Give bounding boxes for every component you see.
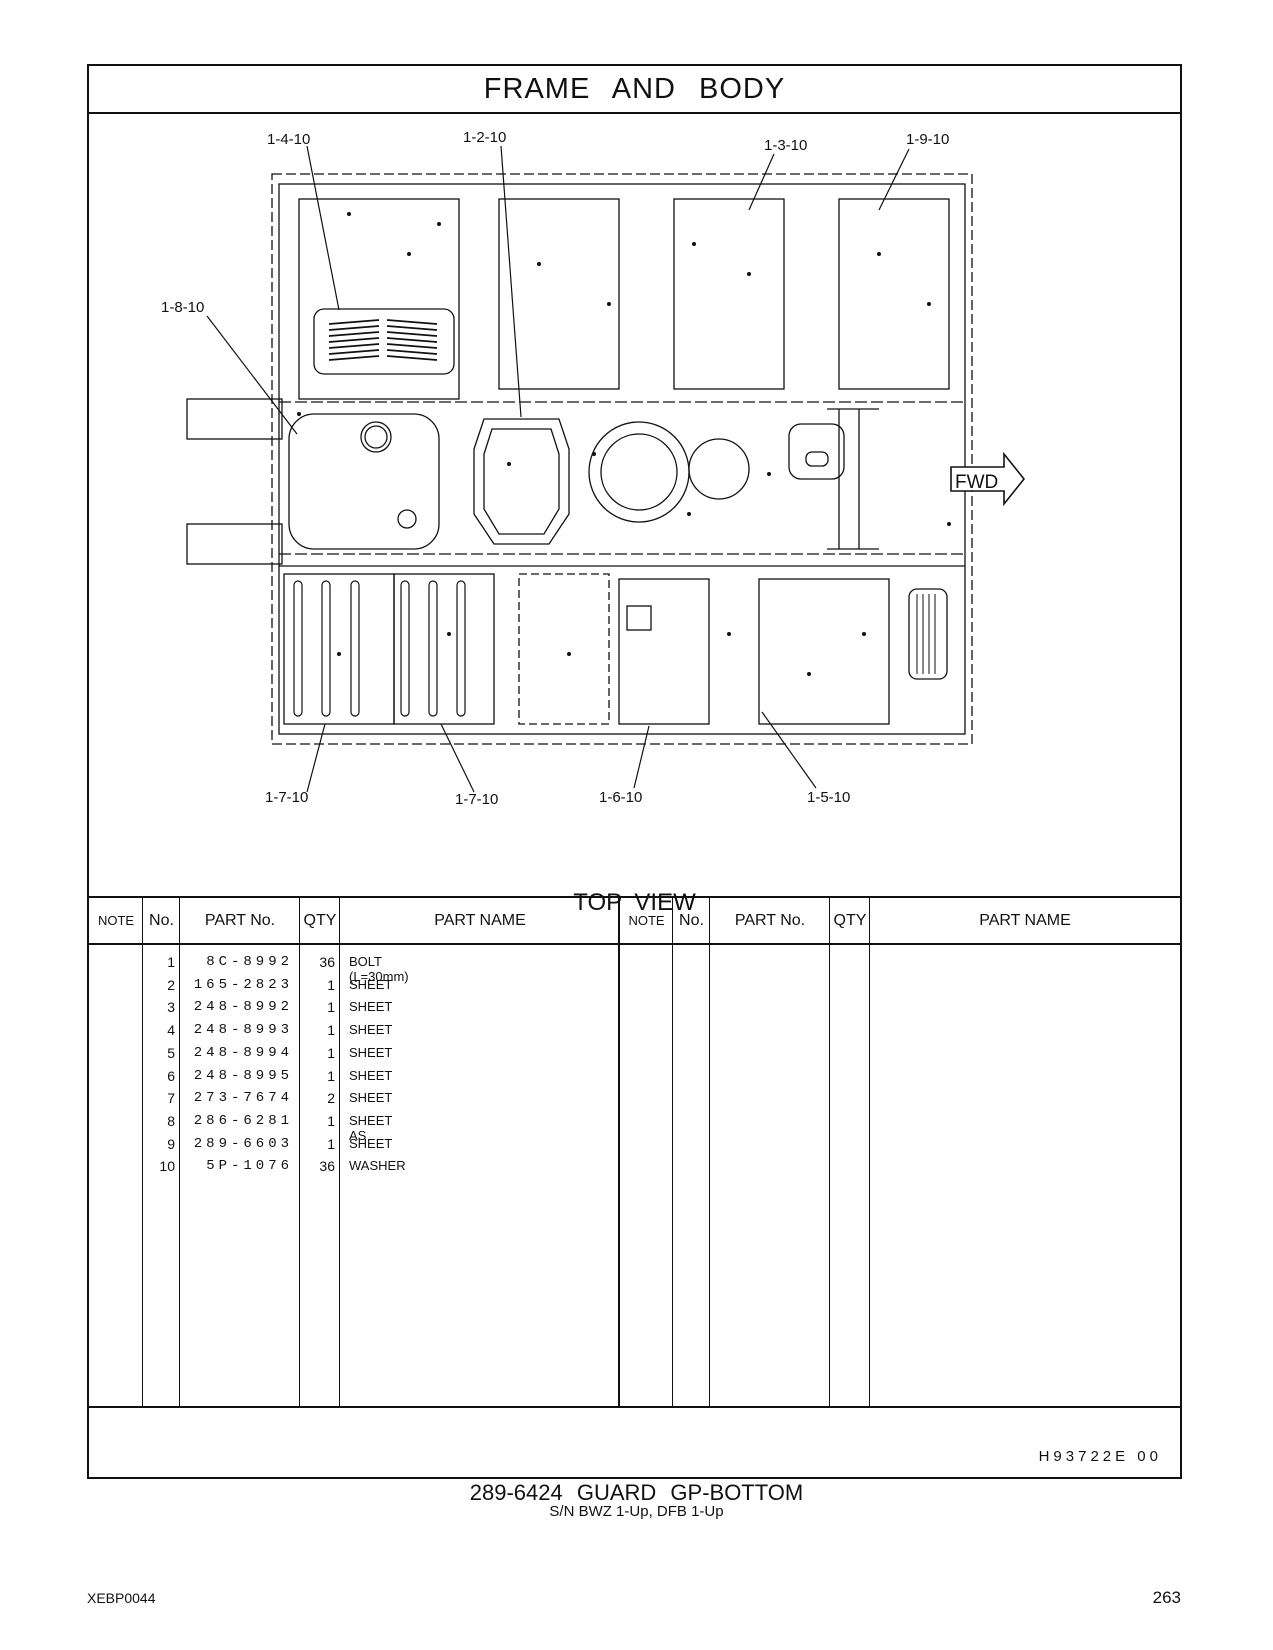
- panel-1-6-b: [618, 578, 710, 725]
- header-qty-right: QTY: [833, 911, 867, 929]
- header-part-no-right: PART No.: [734, 911, 806, 929]
- callout-1-5-10: 1-5-10: [807, 789, 850, 806]
- panel-1-8: [288, 413, 440, 550]
- rear-cover: [908, 588, 948, 680]
- assembly-title: 289-6424 GUARD GP-BOTTOM: [469, 1480, 804, 1505]
- drawing-code-box: H93722E 00: [89, 1406, 1180, 1477]
- table-header: [89, 898, 1180, 945]
- frame-inner-outline: [278, 183, 966, 735]
- top-view-drawing: FWD 1-4-10 1-2-10 1-3-10 1-9-10 1-8-10 1…: [89, 114, 1180, 916]
- callout-1-8-10: 1-8-10: [161, 299, 204, 316]
- panel-1-6-a: [518, 573, 610, 725]
- frame-top-view-diagram: FWD 1-4-10 1-2-10 1-3-10 1-9-10 1-8-10 1…: [161, 129, 1026, 808]
- catalog-frame: FRAME AND BODY: [87, 64, 1182, 1479]
- panel-1-9: [838, 198, 950, 390]
- panel-1-3: [673, 198, 785, 390]
- header-note-right: NOTE: [628, 913, 665, 928]
- header-part-no: PART No.: [204, 911, 276, 929]
- header-part-name-right: PART NAME: [979, 911, 1071, 929]
- header-note: NOTE: [97, 913, 135, 928]
- parts-list: NOTE No. PART No. QTY PART NAME NOTE No.…: [89, 896, 1180, 1406]
- swing-bearing-outer: [588, 421, 690, 523]
- callout-1-7-10-left: 1-7-10: [265, 789, 308, 806]
- drawing-code: H93722E 00: [1038, 1448, 1162, 1465]
- callout-1-6-10: 1-6-10: [599, 789, 642, 806]
- page-number: 263: [1152, 1588, 1181, 1607]
- panel-1-7-left: [283, 573, 395, 725]
- view-label: TOP VIEW: [573, 889, 696, 916]
- callout-1-2-10: 1-2-10: [463, 129, 506, 146]
- callout-1-4-10: 1-4-10: [267, 131, 310, 148]
- panel-1-5: [758, 578, 890, 725]
- fwd-label: FWD: [955, 472, 998, 493]
- serial-range: S/N BWZ 1-Up, DFB 1-Up: [549, 1503, 724, 1520]
- header-qty: QTY: [303, 911, 337, 929]
- panel-1-2-bottom: [473, 418, 570, 545]
- doc-number: XEBP0044: [87, 1590, 156, 1606]
- fwd-arrow-icon: [950, 451, 1026, 507]
- header-no: No.: [149, 911, 174, 929]
- grille: [313, 308, 455, 375]
- page-title: FRAME AND BODY: [89, 66, 1180, 114]
- callout-1-7-10-right: 1-7-10: [455, 791, 498, 808]
- swing-bearing-inner: [600, 433, 678, 511]
- panel-1-7-right: [393, 573, 495, 725]
- header-part-name: PART NAME: [434, 911, 526, 929]
- panel-1-2-top: [498, 198, 620, 390]
- header-no-right: No.: [679, 911, 704, 929]
- callout-1-3-10: 1-3-10: [764, 137, 807, 154]
- callout-1-9-10: 1-9-10: [906, 131, 949, 148]
- panel-1-4: [298, 198, 460, 400]
- frame-outline: [271, 173, 973, 745]
- left-beam-lower: [186, 523, 283, 565]
- left-beam-upper: [186, 398, 283, 440]
